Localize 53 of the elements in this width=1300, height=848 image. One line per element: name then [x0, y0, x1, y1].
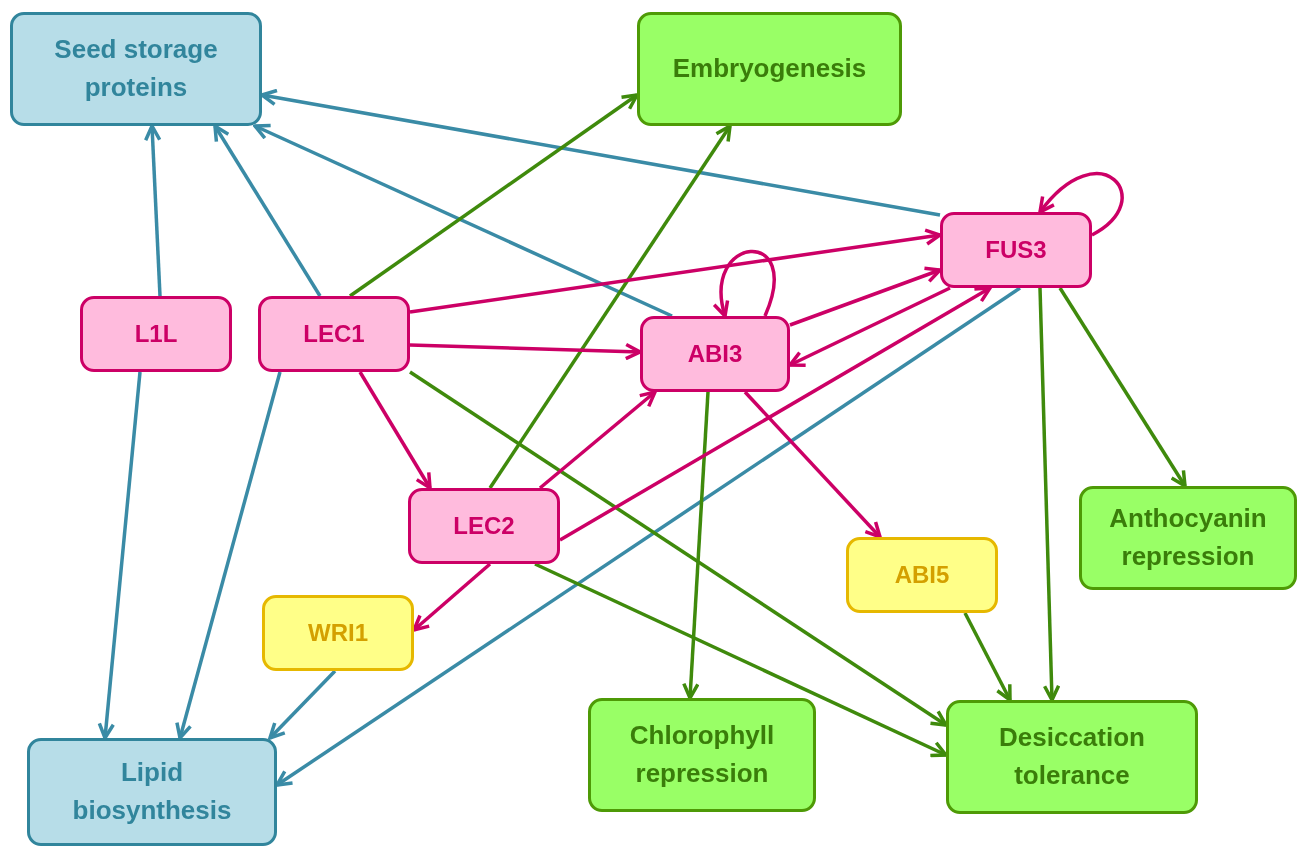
arrow [743, 390, 882, 539]
process-box [1079, 486, 1297, 590]
node-label: Seed storage proteins [53, 33, 219, 104]
arrow [1058, 287, 1187, 488]
process-box [588, 698, 816, 812]
arrow [682, 391, 710, 700]
process-box [258, 296, 410, 372]
node-label: Desiccation tolerance [998, 721, 1146, 792]
arrow [488, 124, 732, 489]
process-box [940, 212, 1092, 288]
node-label: Chlorophyll repression [628, 719, 776, 790]
process-box [80, 296, 232, 372]
node-label: L1L [134, 318, 178, 349]
arrow [538, 390, 657, 490]
arrow [559, 286, 992, 542]
process-box [637, 12, 902, 126]
node-label: Anthocyanin repression [1108, 502, 1268, 573]
arrow [260, 88, 941, 217]
node-label: FUS3 [985, 234, 1047, 265]
arrow [788, 286, 951, 367]
arrow [275, 286, 1021, 787]
arrow [175, 371, 282, 740]
arrow [789, 266, 942, 327]
process-box [946, 700, 1198, 814]
node-label: ABI5 [894, 559, 950, 590]
arrow [213, 124, 322, 297]
node-label: LEC2 [453, 510, 515, 541]
arrow [253, 123, 673, 318]
process-box [10, 12, 262, 126]
arrow [1038, 172, 1124, 237]
node-label: Embryogenesis [672, 52, 867, 86]
node-label: WRI1 [308, 617, 368, 648]
arrow [143, 124, 162, 297]
arrow [349, 93, 639, 298]
process-box [846, 537, 998, 613]
arrow [713, 249, 776, 318]
arrow [409, 342, 642, 361]
arrow [268, 669, 337, 740]
arrow [409, 370, 948, 727]
node-label: Lipid biosynthesis [71, 756, 233, 827]
arrow [358, 371, 432, 490]
arrow [534, 562, 948, 758]
arrow [963, 612, 1012, 702]
arrow [409, 228, 942, 314]
arrow [412, 562, 492, 632]
process-box [640, 316, 790, 392]
arrow [97, 371, 142, 740]
node-label: ABI3 [687, 338, 743, 369]
process-box [408, 488, 560, 564]
arrow [1038, 287, 1061, 702]
node-label: LEC1 [303, 318, 365, 349]
process-box [262, 595, 414, 671]
process-box [27, 738, 277, 846]
